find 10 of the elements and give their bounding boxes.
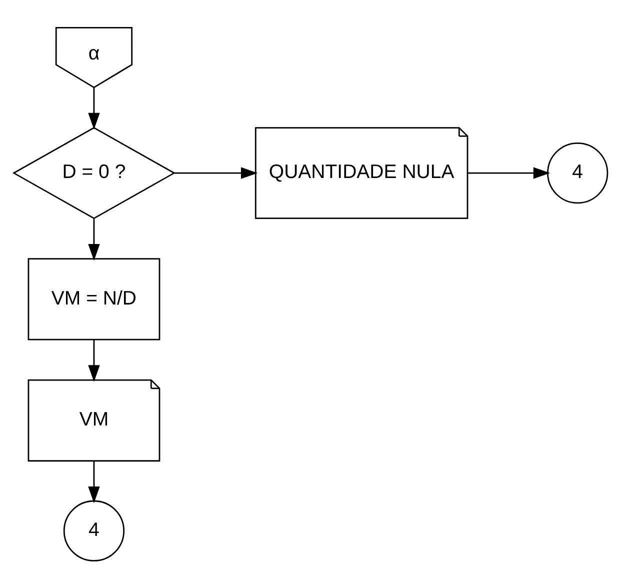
node-circle: 4 — [547, 142, 608, 204]
node-diamond: D = 0 ? — [12, 126, 176, 219]
arrow — [88, 87, 100, 130]
node-circle: 4 — [63, 500, 125, 561]
arrow — [88, 218, 100, 260]
arrow — [468, 166, 550, 178]
arrow — [174, 166, 258, 178]
arrow — [88, 460, 100, 503]
arrow — [88, 340, 100, 382]
node-box: VM = N/D — [28, 258, 160, 340]
